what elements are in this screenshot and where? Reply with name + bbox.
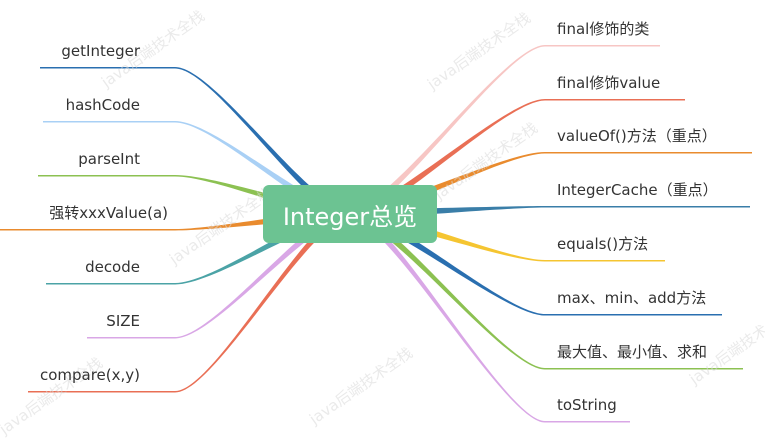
branch-label-equals[interactable]: equals()方法 (557, 235, 649, 253)
branch-label-valueof[interactable]: valueOf()方法（重点） (557, 127, 717, 145)
branch-connector (350, 209, 630, 423)
branch-label-size[interactable]: SIZE (106, 312, 140, 330)
branch-label-final-class[interactable]: final修饰的类 (557, 20, 650, 38)
branch-label-getinteger[interactable]: getInteger (61, 42, 140, 60)
branch-label-parseint[interactable]: parseInt (78, 150, 140, 168)
branch-connector (28, 209, 350, 393)
branch-label-decode[interactable]: decode (85, 258, 140, 276)
branch-connector (350, 209, 743, 370)
branch-label-compare[interactable]: compare(x,y) (39, 366, 140, 384)
branch-label-max-min-add[interactable]: max、min、add方法 (557, 289, 707, 307)
root-node[interactable]: Integer总览 (263, 185, 437, 243)
branch-connector (87, 209, 350, 339)
branch-label-tostring[interactable]: toString (557, 396, 617, 414)
branch-label-xxxvalue[interactable]: 强转xxxValue(a) (49, 204, 168, 222)
mindmap-canvas: java后端技术全栈 java后端技术全栈 java后端技术全栈 java后端技… (0, 7, 765, 438)
branch-connector (350, 45, 660, 219)
branch-label-max-min-sum[interactable]: 最大值、最小值、求和 (557, 343, 708, 361)
branch-label-hashcode[interactable]: hashCode (65, 96, 140, 114)
branch-connector (40, 67, 350, 219)
branch-label-integercache[interactable]: IntegerCache（重点） (557, 181, 718, 199)
branch-label-final-value[interactable]: final修饰value (557, 74, 661, 92)
